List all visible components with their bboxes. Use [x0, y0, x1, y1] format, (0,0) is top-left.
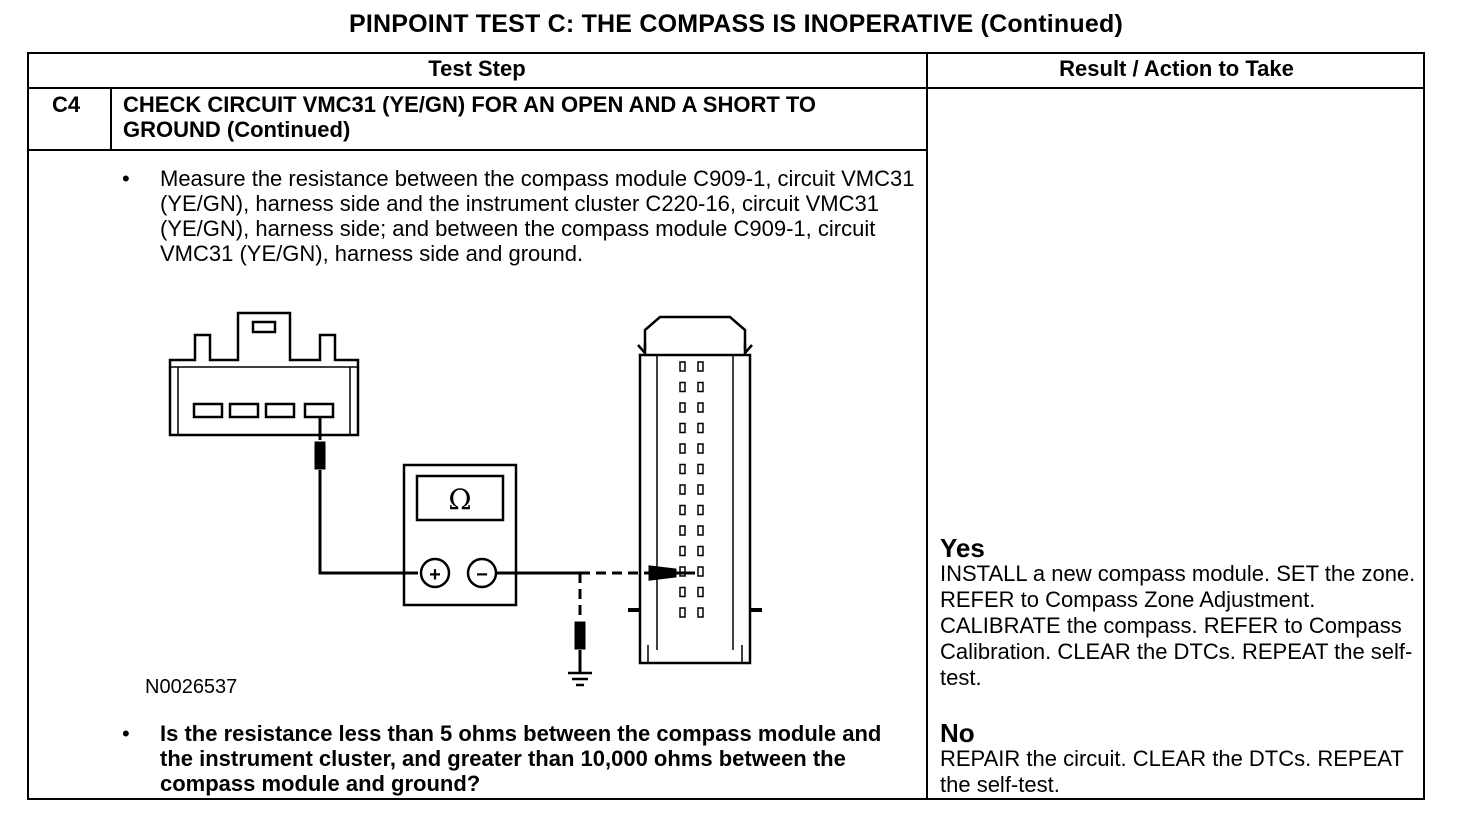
figure-id: N0026537 — [145, 676, 238, 698]
step-title-divider — [27, 149, 927, 151]
page-title: PINPOINT TEST C: THE COMPASS IS INOPERAT… — [349, 10, 1123, 38]
connector-pin — [697, 566, 704, 577]
connector-pin — [679, 402, 686, 413]
connector-pin — [679, 443, 686, 454]
connector-pin — [697, 586, 704, 598]
connector-pin — [697, 607, 704, 618]
connector-pin — [697, 504, 704, 516]
connector-pin — [679, 381, 686, 393]
ohm-symbol: Ω — [448, 483, 471, 516]
connector-pin — [697, 361, 704, 372]
step-id: C4 — [52, 92, 81, 117]
connector-pin — [697, 525, 704, 536]
connector-pin — [679, 504, 686, 516]
connector-pin — [679, 586, 686, 598]
compass-module-connector — [168, 311, 360, 437]
connector-pin — [679, 463, 686, 475]
connector-pin — [679, 361, 686, 372]
meter-lead-positive — [314, 417, 418, 575]
connector-pin — [697, 443, 704, 454]
connector-pin — [679, 422, 686, 434]
connector-pin — [679, 607, 686, 618]
connector-pin — [679, 545, 686, 557]
pinpoint-test-table — [27, 52, 1425, 800]
step-id-divider — [110, 88, 112, 150]
connector-pin — [679, 566, 686, 577]
column-divider — [926, 52, 928, 800]
bullet-measure: • — [122, 166, 130, 191]
step-title: CHECK CIRCUIT VMC31 (YE/GN) FOR AN OPEN … — [123, 92, 817, 142]
ground-symbol-icon — [568, 671, 592, 687]
question-text: Is the resistance less than 5 ohms betwe… — [160, 721, 882, 796]
result-yes-label: Yes — [940, 533, 985, 563]
connector-pin — [697, 381, 704, 393]
plus-terminal: + — [429, 564, 441, 586]
connector-pin — [679, 484, 686, 495]
connector-pin — [697, 484, 704, 495]
header-test-step: Test Step — [428, 56, 526, 81]
instrument-cluster-connector — [628, 315, 762, 665]
result-no-label: No — [940, 718, 975, 748]
connector-pin — [697, 402, 704, 413]
measure-instruction: Measure the resistance between the compa… — [160, 166, 915, 266]
test-diagram: Ω + − — [168, 311, 762, 687]
meter-lead-negative — [496, 565, 695, 673]
result-no-text: REPAIR the circuit. CLEAR the DTCs. REPE… — [940, 746, 1404, 797]
bullet-question: • — [122, 721, 130, 746]
connector-pin — [697, 422, 704, 434]
header-divider — [27, 87, 1425, 89]
header-result-action: Result / Action to Take — [1059, 56, 1294, 81]
connector-pin — [697, 545, 704, 557]
cluster-pin-grid — [679, 361, 704, 618]
connector-pin — [679, 525, 686, 536]
connector-pin — [697, 463, 704, 475]
result-yes-text: INSTALL a new compass module. SET the zo… — [940, 561, 1416, 690]
minus-terminal: − — [476, 564, 488, 586]
